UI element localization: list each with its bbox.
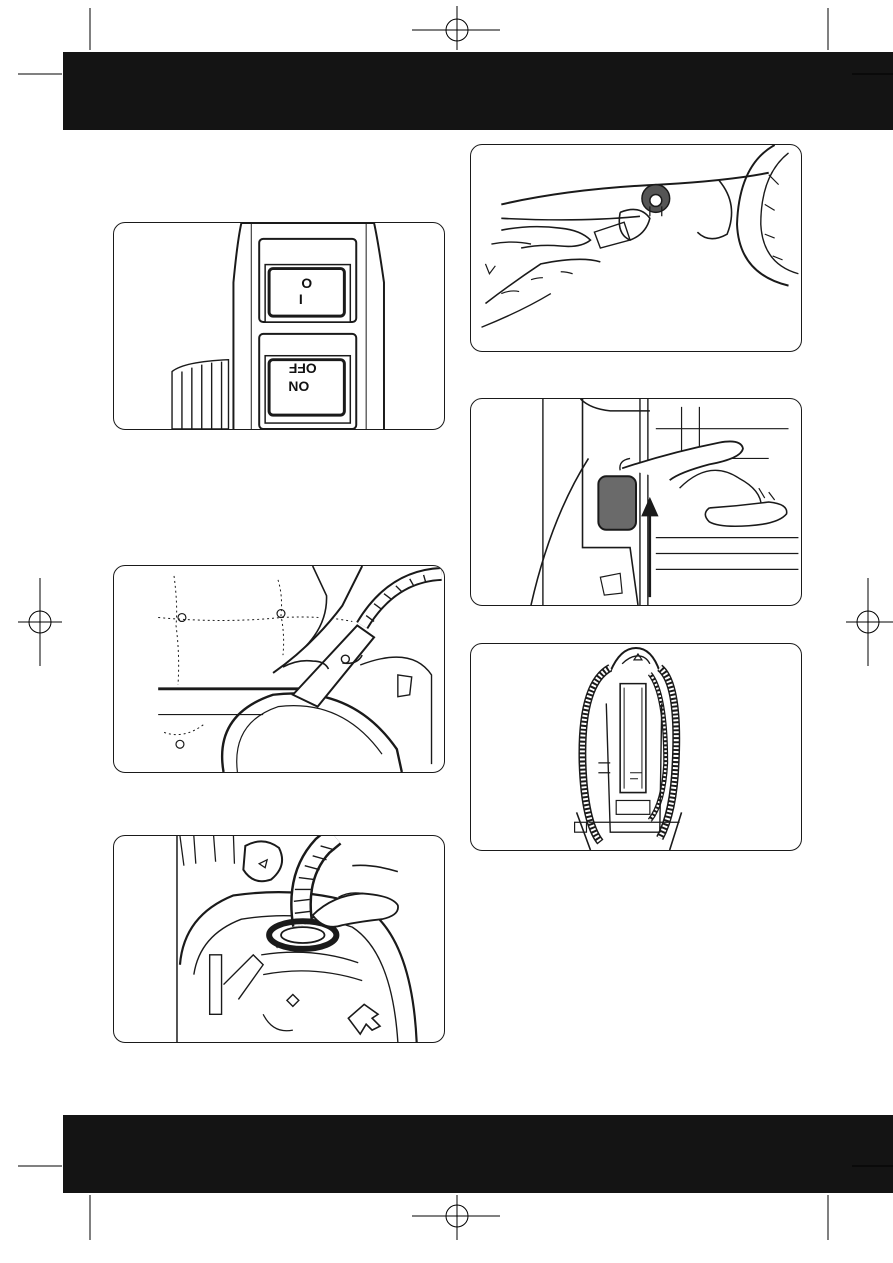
switch-off-label: OFF <box>289 361 317 377</box>
illustration-filter-release <box>470 398 802 606</box>
crosshair-circle-icon <box>412 6 500 50</box>
crosshair-circle-icon <box>846 578 893 666</box>
illustration-power-switch: O I OFF ON <box>113 222 445 430</box>
nozzle-attach-drawing <box>471 145 801 351</box>
upright-storage-drawing <box>471 644 801 850</box>
illustration-upright-storage <box>470 643 802 851</box>
top-switch-o-label: O <box>301 275 312 291</box>
power-switch-drawing: O I OFF ON <box>114 223 444 429</box>
hose-connect-drawing <box>114 836 444 1042</box>
illustration-upholstery-tool <box>113 565 445 773</box>
filter-release-drawing <box>471 399 801 605</box>
switch-on-label: ON <box>288 378 309 394</box>
crosshair-circle-icon <box>18 578 62 666</box>
crosshair-circle-icon <box>412 1195 500 1240</box>
upholstery-drawing <box>114 566 444 772</box>
illustration-nozzle-attach <box>470 144 802 352</box>
top-switch-i-label: I <box>299 291 303 307</box>
illustration-hose-connect <box>113 835 445 1043</box>
